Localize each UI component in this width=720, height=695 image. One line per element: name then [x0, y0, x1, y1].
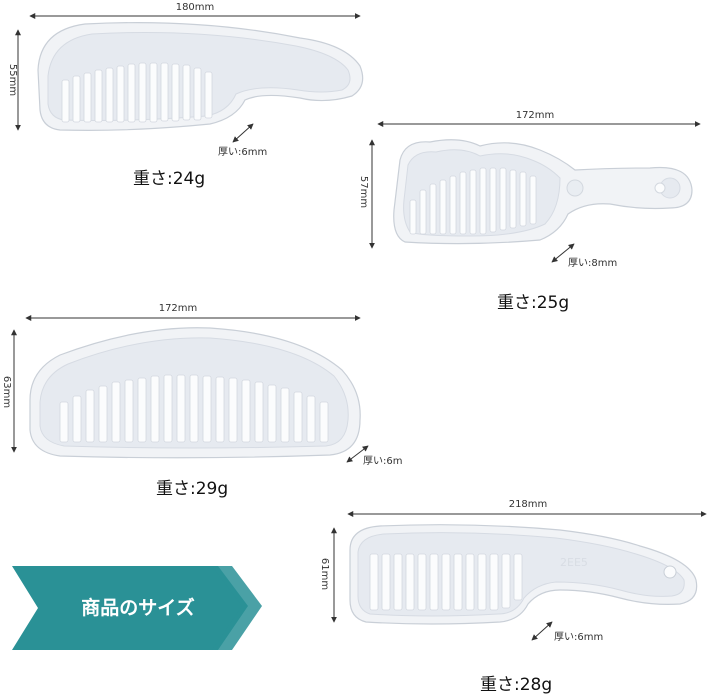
mold-1-weight-label: 重さ:24g: [133, 169, 205, 189]
mold-1-teeth: [61, 62, 213, 123]
product-size-badge: 商品のサイズ: [12, 566, 262, 650]
mold-4-width-label: 218mm: [509, 499, 548, 510]
mold-4-height-label: 61mm: [319, 558, 330, 590]
mold-3-height-label: 63mm: [1, 376, 12, 408]
mold-1-thickness-arrow: [232, 123, 254, 143]
mold-3-thickness-arrow: [346, 445, 369, 463]
mold-1-thickness-label: 厚い:6mm: [218, 146, 267, 158]
mold-4-thickness-label: 厚い:6mm: [554, 631, 603, 643]
comb-mold-4: 2EE5 218mm 61mm 厚い:6mm 重さ:28g: [319, 499, 707, 695]
mold-3-thickness-label: 厚い:6m: [363, 455, 402, 467]
mold-2-teeth: [409, 167, 537, 235]
mold-4-embossed-text: 2EE5: [560, 556, 588, 569]
mold-2-width-label: 172mm: [516, 110, 555, 121]
mold-3-width-label: 172mm: [159, 303, 198, 314]
mold-3-weight-label: 重さ:29g: [156, 479, 228, 499]
mold-2-thickness-arrow: [551, 243, 575, 263]
mold-4-thickness-arrow: [531, 621, 553, 641]
mold-1-width-label: 180mm: [176, 2, 215, 13]
mold-4-weight-label: 重さ:28g: [480, 675, 552, 695]
mold-2-height-label: 57mm: [358, 176, 369, 208]
mold-3-teeth: [59, 374, 329, 443]
comb-mold-2: 172mm 57mm 厚い:8mm 重さ:25g: [358, 110, 701, 313]
mold-2-thickness-label: 厚い:8mm: [568, 257, 617, 269]
mold-2-weight-label: 重さ:25g: [497, 293, 569, 313]
badge-label: 商品のサイズ: [81, 596, 194, 619]
comb-mold-3: 172mm 63mm 厚い:6m 重さ:29g: [1, 303, 402, 499]
mold-1-height-label: 55mm: [7, 64, 18, 96]
badge-arrow-shape: [12, 566, 248, 650]
mold-4-teeth: [369, 553, 523, 611]
comb-mold-1: 180mm 55mm 厚い:6mm 重さ:24g: [7, 2, 364, 189]
